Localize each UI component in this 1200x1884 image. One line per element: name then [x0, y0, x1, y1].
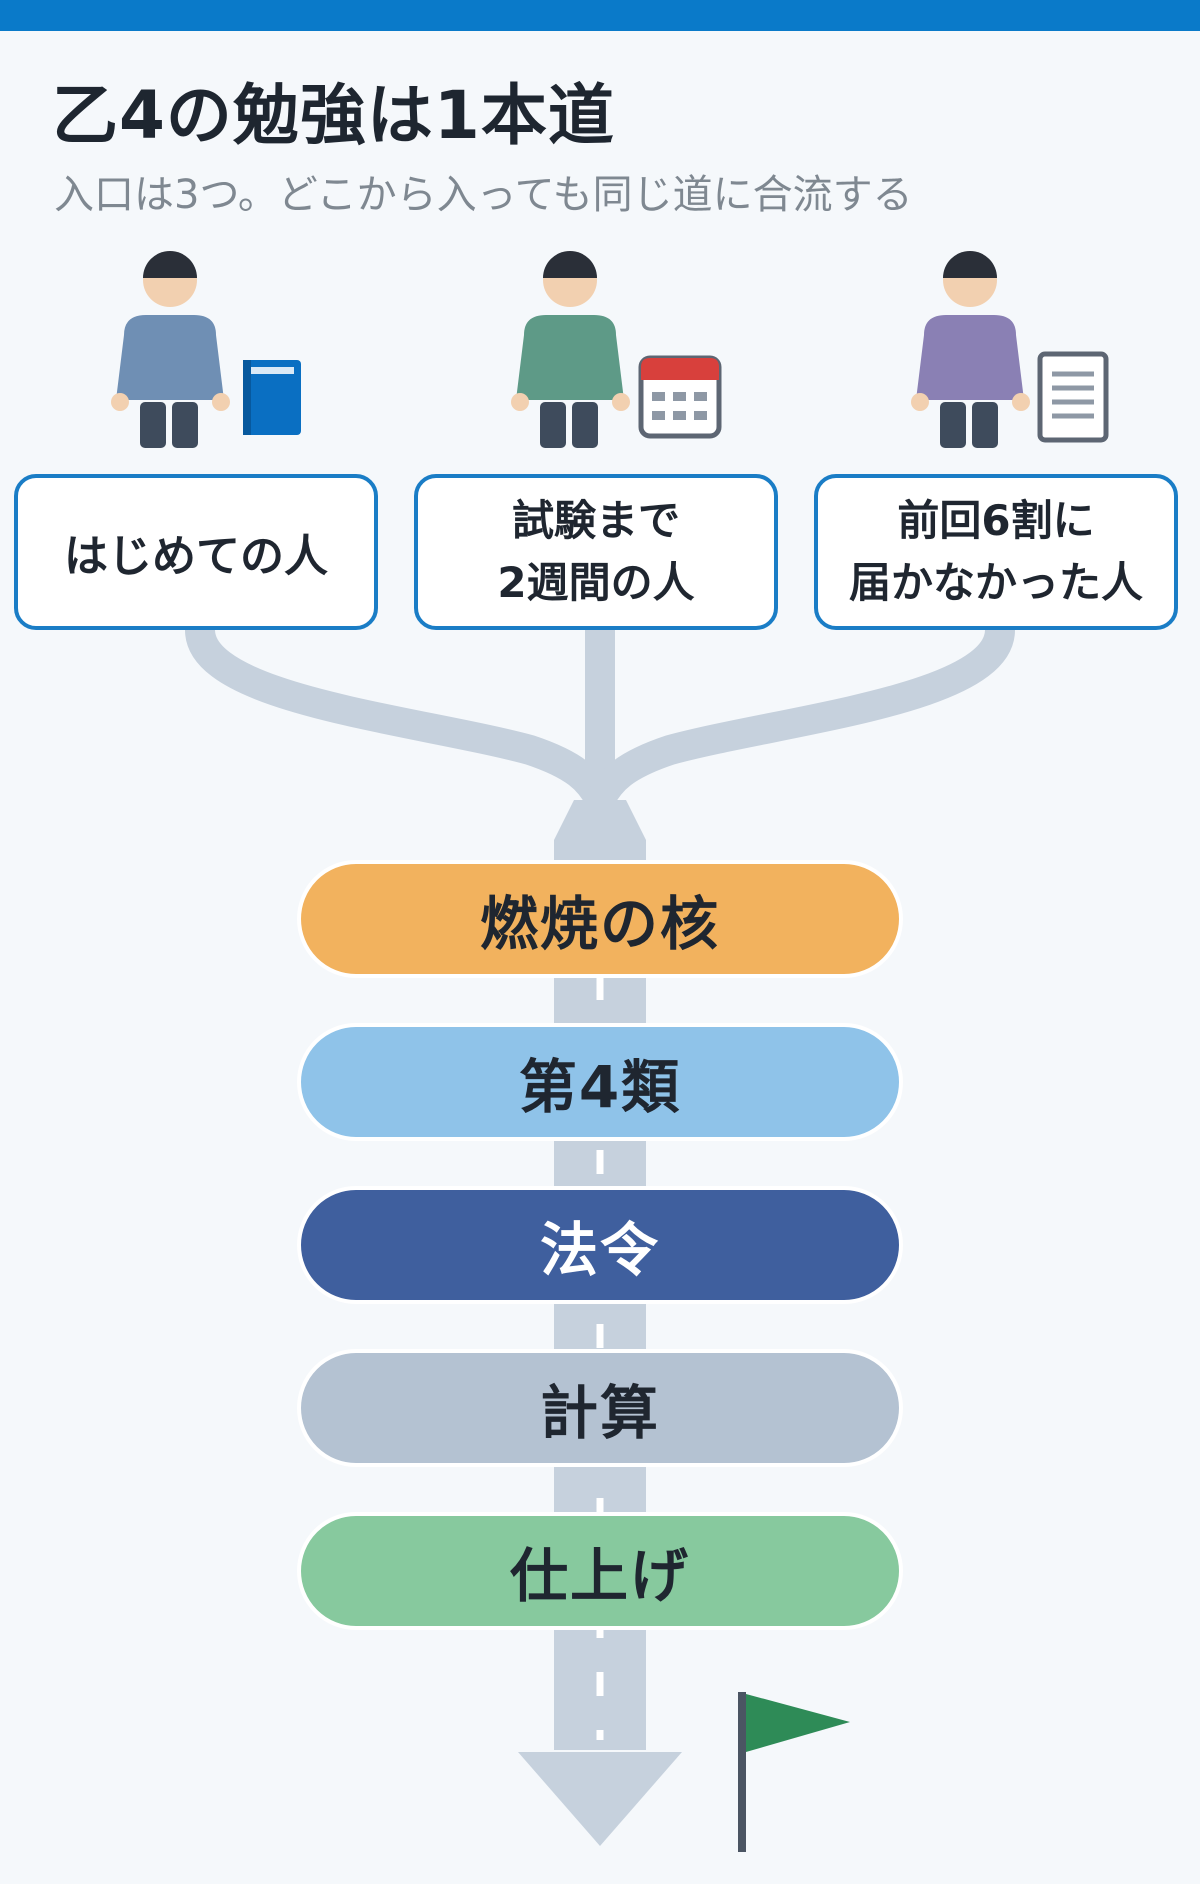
person-legs — [540, 402, 566, 448]
person-hair — [543, 251, 597, 278]
entry-box-retaker: 前回6割に 届かなかった人 — [814, 474, 1178, 630]
person-legs — [140, 402, 166, 448]
calendar-icon — [638, 355, 722, 439]
step-finishing: 仕上げ — [297, 1512, 903, 1630]
person-first-timer — [111, 251, 230, 448]
step-class-4: 第4類 — [297, 1023, 903, 1141]
person-hand — [612, 393, 630, 411]
step-label: 計算 — [539, 1379, 660, 1447]
road-arrow-head — [518, 1752, 682, 1846]
person-body — [516, 315, 624, 400]
person-legs — [940, 402, 966, 448]
person-hand — [511, 393, 529, 411]
entry-label-line2: 届かなかった人 — [848, 558, 1143, 607]
step-label: 法令 — [539, 1216, 660, 1284]
person-hair — [943, 251, 997, 278]
road-branch-right — [585, 615, 1015, 815]
merging-roads — [185, 615, 1015, 815]
person-hand — [212, 393, 230, 411]
step-label: 第4類 — [518, 1053, 682, 1121]
book-icon — [243, 360, 301, 435]
page-title: 乙4の勉強は1本道 — [52, 77, 615, 154]
step-calculation: 計算 — [297, 1349, 903, 1467]
person-hand — [1012, 393, 1030, 411]
top-accent-bar — [0, 0, 1200, 31]
person-legs — [172, 402, 198, 448]
page-subtitle: 入口は3つ。どこから入っても同じ道に合流する — [54, 172, 913, 218]
entry-box-first-timer: はじめての人 — [14, 474, 378, 630]
entry-label-line1: 試験まで — [511, 496, 680, 545]
step-label: 仕上げ — [509, 1542, 690, 1610]
document-icon — [1037, 351, 1109, 443]
entry-label-line2: 2週間の人 — [497, 558, 695, 607]
person-two-weeks — [511, 251, 630, 448]
person-body — [116, 315, 224, 400]
step-laws: 法令 — [297, 1186, 903, 1304]
step-label: 燃焼の核 — [479, 890, 720, 958]
person-hand — [911, 393, 929, 411]
person-body — [916, 315, 1024, 400]
person-legs — [972, 402, 998, 448]
road-trunk-top — [554, 800, 646, 870]
entry-label-line1: 前回6割に — [897, 496, 1095, 545]
step-combustion-core: 燃焼の核 — [297, 860, 903, 978]
person-hand — [111, 393, 129, 411]
person-hair — [143, 251, 197, 278]
person-retaker — [911, 251, 1030, 448]
flag-icon — [738, 1692, 850, 1852]
road-branch-left — [185, 615, 615, 815]
entry-label: はじめての人 — [64, 531, 328, 582]
entry-box-two-weeks: 試験まで 2週間の人 — [414, 474, 778, 630]
person-legs — [572, 402, 598, 448]
